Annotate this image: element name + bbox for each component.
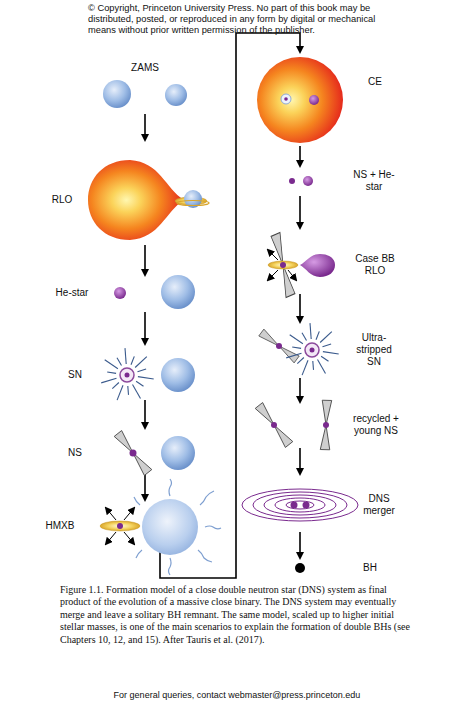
- stage-label: RLO: [44, 194, 80, 206]
- stage-label: SN: [60, 369, 90, 381]
- explosion-ray: [117, 358, 122, 366]
- explosion-ray: [101, 378, 116, 383]
- explosion-ray: [117, 385, 123, 400]
- stage-label: He-star: [48, 287, 96, 299]
- explosion-ray: [302, 360, 308, 375]
- explosion-ray: [112, 383, 119, 389]
- explosion-ray: [136, 381, 143, 386]
- stage-label: Ultra-stripped SN: [350, 332, 398, 368]
- explosion-ray: [316, 331, 319, 339]
- explosion-ray: [131, 356, 134, 364]
- explosion-ray: [320, 332, 332, 343]
- stage-label: recycled + young NS: [345, 413, 407, 437]
- stage-label: DNS merger: [357, 493, 401, 517]
- explosion-ray: [133, 385, 141, 399]
- explosion-ray: [292, 347, 301, 348]
- explosion-ray: [135, 357, 147, 368]
- explosion-ray: [286, 353, 301, 358]
- explosion-ray: [125, 348, 126, 364]
- explosion-ray: [310, 323, 311, 339]
- stage-label: NS: [60, 447, 90, 459]
- explosion-ray: [318, 360, 326, 374]
- stage-label: BH: [355, 562, 385, 574]
- copyright-notice: © Copyright, Princeton University Press.…: [88, 3, 388, 36]
- explosion-ray: [297, 358, 304, 364]
- explosion-ray: [127, 386, 129, 395]
- explosion-ray: [323, 344, 332, 347]
- explosion-ray: [138, 377, 154, 379]
- explosion-ray: [107, 372, 116, 373]
- stage-label: CE: [360, 76, 390, 88]
- stage-label: HMXB: [40, 520, 80, 532]
- explosion-ray: [290, 335, 303, 344]
- explosion-ray: [321, 356, 328, 361]
- stage-label: ZAMS: [120, 62, 170, 74]
- stage-label: NS + He-star: [352, 169, 396, 193]
- explosion-ray: [312, 361, 314, 370]
- footer-note: For general queries, contact webmaster@p…: [20, 690, 454, 701]
- figure-caption: Figure 1.1. Formation model of a close d…: [60, 584, 418, 646]
- explosion-ray: [105, 360, 118, 369]
- stage-label: Case BB RLO: [350, 253, 400, 277]
- explosion-ray: [323, 352, 339, 354]
- explosion-ray: [302, 333, 307, 341]
- explosion-ray: [138, 369, 147, 372]
